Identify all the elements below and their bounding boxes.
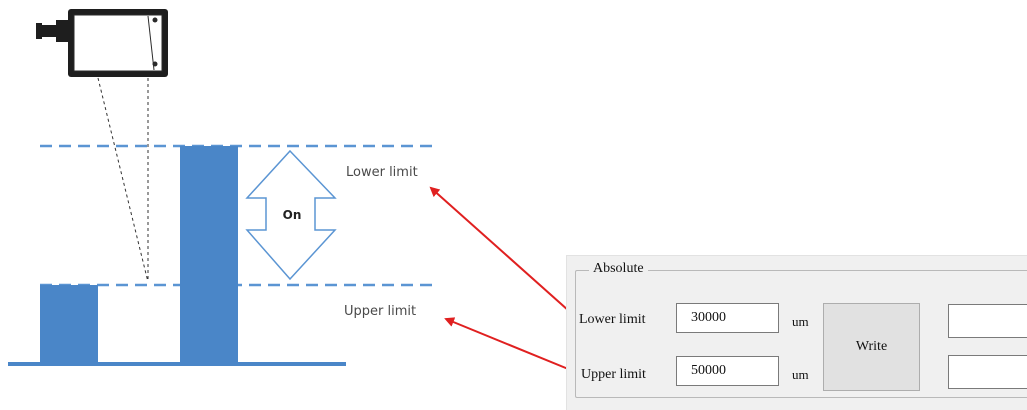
short-bar [40,285,98,363]
absolute-group-box [575,270,1027,398]
lower-limit-field-label: Lower limit [579,312,646,327]
write-button[interactable]: Write [823,303,920,391]
lower-limit-input[interactable] [676,303,779,333]
lower-limit-unit: um [792,314,809,329]
double-arrow-icon: On [245,149,337,281]
group-title: Absolute [589,261,648,277]
base-line [8,362,346,366]
on-label: On [283,208,302,222]
lower-limit-diagram-label: Lower limit [346,165,418,180]
upper-limit-pointer-arrow [444,317,579,374]
upper-readout-field[interactable] [948,355,1027,389]
upper-limit-diagram-label: Upper limit [344,304,416,319]
laser-beam [97,77,149,283]
tall-bar [180,146,238,363]
upper-limit-input[interactable] [676,356,779,386]
lower-readout-field[interactable] [948,304,1027,338]
lower-limit-pointer-arrow [429,186,579,320]
upper-limit-field-label: Upper limit [581,367,646,382]
absolute-settings-panel: Absolute Lower limit um Upper limit um W… [566,255,1027,410]
laser-sensor-icon [36,9,168,77]
upper-limit-unit: um [792,367,809,382]
